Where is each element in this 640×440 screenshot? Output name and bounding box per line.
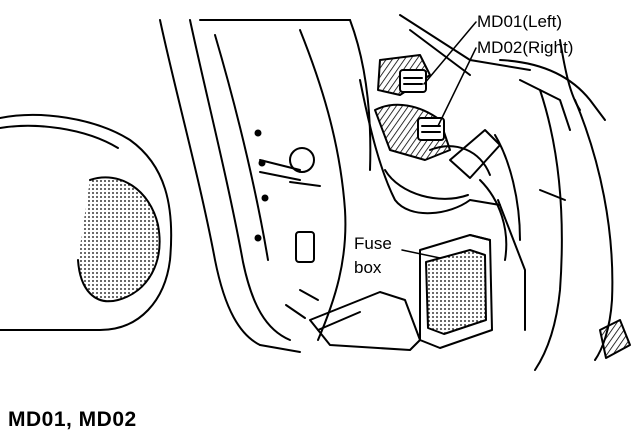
fuse-box <box>419 234 493 349</box>
wiring-harness <box>359 54 521 261</box>
fuse-box-label-line1: Fuse <box>354 234 392 253</box>
body-panel <box>285 19 372 341</box>
leader-lines <box>401 21 477 259</box>
connector-caption: MD01, MD02 <box>8 408 137 431</box>
md01-label: MD01(Left) <box>477 12 563 31</box>
door-striker <box>259 147 321 187</box>
front-wheel-arch <box>0 113 173 331</box>
md02-connector <box>417 117 445 141</box>
dash-bracket <box>399 14 606 131</box>
tire <box>77 176 161 303</box>
kick-panel <box>309 199 526 351</box>
a-pillar-trim <box>534 89 631 371</box>
door-pillar <box>159 19 351 353</box>
fuse-box-label-line2: box <box>354 258 382 277</box>
md02-label: MD02(Right) <box>477 38 574 57</box>
md01-connector <box>399 69 427 93</box>
